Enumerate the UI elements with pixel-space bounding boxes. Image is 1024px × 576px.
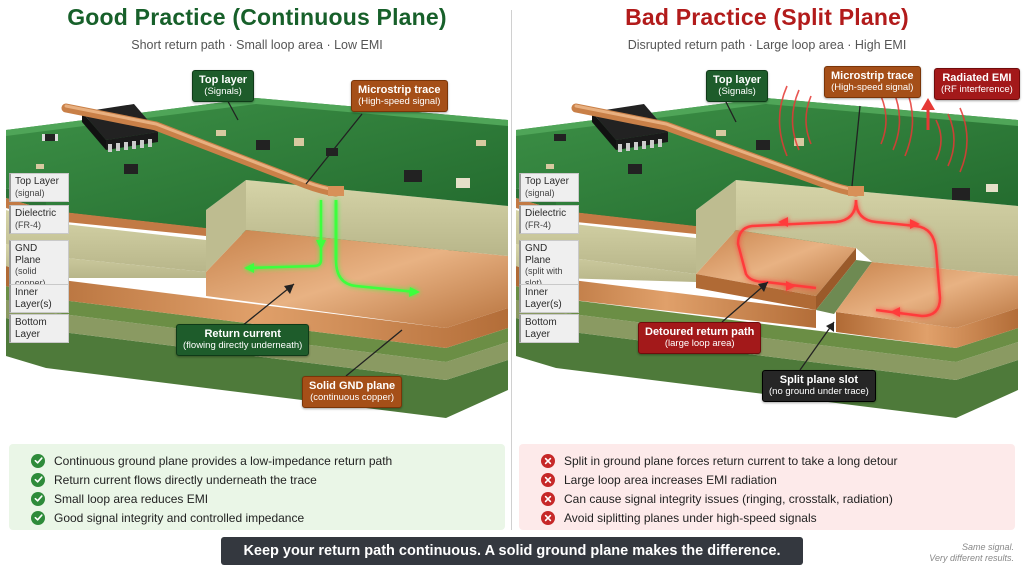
good-dielectric-back xyxy=(246,180,508,256)
bad-gnd-plane-left xyxy=(696,230,856,296)
good-layer-label-dielectric: Dielectric(FR-4) xyxy=(9,205,69,234)
x-icon xyxy=(541,453,555,468)
bad-callout-split-slot: Split plane slot (no ground under trace) xyxy=(762,370,876,402)
bad-pcb-illustration xyxy=(516,60,1018,440)
bad-note-item: Large loop area increases EMI radiation xyxy=(529,470,1005,489)
good-practice-title: Good Practice (Continuous Plane) xyxy=(67,4,447,30)
good-layer-label-top: Top Layer(signal) xyxy=(9,173,69,202)
good-callout-microstrip: Microstrip trace (High-speed signal) xyxy=(351,80,448,112)
bad-emi-arrow xyxy=(921,98,935,130)
bad-detoured-return-path xyxy=(736,199,942,318)
x-icon xyxy=(541,472,555,487)
good-callout-top-layer: Top layer (Signals) xyxy=(192,70,255,102)
panel-divider xyxy=(511,10,512,530)
good-layer-label-inner: Inner Layer(s) xyxy=(9,284,69,313)
bad-pcb-svg xyxy=(516,85,1018,418)
bad-slot-leader xyxy=(799,321,835,371)
bad-layer-label-dielectric: Dielectric(FR-4) xyxy=(519,205,579,234)
bad-smd-components xyxy=(546,130,998,200)
bad-practice-panel: Bad Practice (Split Plane) Disrupted ret… xyxy=(516,0,1020,540)
good-gnd-plane-surface xyxy=(206,230,508,328)
bad-callout-microstrip: Microstrip trace (High-speed signal) xyxy=(824,66,921,98)
bad-detoured-leader xyxy=(721,281,769,323)
bad-layer-label-gnd: GND Plane(split with slot) xyxy=(519,240,579,292)
good-note-item: Continuous ground plane provides a low-i… xyxy=(19,451,495,470)
bad-gnd-plane-edge-left xyxy=(516,266,816,328)
good-callout-solid-gnd: Solid GND plane (continuous copper) xyxy=(302,376,403,408)
bad-note-item: Can cause signal integrity issues (ringi… xyxy=(529,489,1005,508)
good-microstrip-leader xyxy=(305,113,363,185)
bad-callout-detoured-return: Detoured return path (large loop area) xyxy=(638,322,762,354)
good-pcb-svg xyxy=(6,93,508,418)
good-note-item: Good signal integrity and controlled imp… xyxy=(19,508,495,527)
bad-callout-top-layer: Top layer (Signals) xyxy=(706,70,769,102)
bad-microstrip-trace xyxy=(571,103,864,197)
good-return-leader xyxy=(241,283,295,327)
check-icon xyxy=(31,453,45,468)
bad-callout-radiated-emi: Radiated EMI (RF interference) xyxy=(934,68,1020,100)
bad-practice-notes: Split in ground plane forces return curr… xyxy=(519,444,1015,530)
good-callout-return-current: Return current (flowing directly underne… xyxy=(176,324,310,356)
bad-gnd-plane-edge-right xyxy=(836,308,1018,348)
x-icon xyxy=(541,491,555,506)
check-icon xyxy=(31,472,45,487)
bad-inner-layer xyxy=(516,300,1018,380)
good-inner-layer-2 xyxy=(6,286,508,362)
bad-layer-label-top: Top Layer(signal) xyxy=(519,173,579,202)
bad-microstrip-leader xyxy=(851,105,861,187)
bad-dielectric-back xyxy=(736,180,1018,276)
bad-practice-subtitle: Disrupted return path · Large loop area … xyxy=(627,38,907,52)
good-layer-label-gnd: GND Plane(solid copper) xyxy=(9,240,69,292)
footnote: Same signal. Very different results. xyxy=(929,542,1014,564)
bad-layer-label-inner: Inner Layer(s) xyxy=(519,284,579,313)
bad-practice-title: Bad Practice (Split Plane) xyxy=(625,4,909,30)
good-return-current xyxy=(244,200,420,297)
good-note-item: Return current flows directly underneath… xyxy=(19,470,495,489)
check-icon xyxy=(31,510,45,525)
good-practice-panel: Good Practice (Continuous Plane) Short r… xyxy=(6,0,508,540)
good-layer-label-bottom: Bottom Layer xyxy=(9,314,69,343)
good-practice-notes: Continuous ground plane provides a low-i… xyxy=(9,444,505,530)
conclusion-banner: Keep your return path continuous. A soli… xyxy=(221,537,803,565)
good-practice-subtitle: Short return path · Small loop area · Lo… xyxy=(131,38,383,52)
bad-note-item: Split in ground plane forces return curr… xyxy=(529,451,1005,470)
bad-note-item: Avoid siplitting planes under high-speed… xyxy=(529,508,1005,527)
good-note-item: Small loop area reduces EMI xyxy=(19,489,495,508)
good-pcb-illustration xyxy=(6,60,508,440)
good-gnd-leader xyxy=(345,329,403,377)
bad-split-slot xyxy=(816,260,872,314)
check-icon xyxy=(31,491,45,506)
good-gnd-plane-edge xyxy=(6,266,508,348)
bad-layer-label-bottom: Bottom Layer xyxy=(519,314,579,343)
x-icon xyxy=(541,510,555,525)
